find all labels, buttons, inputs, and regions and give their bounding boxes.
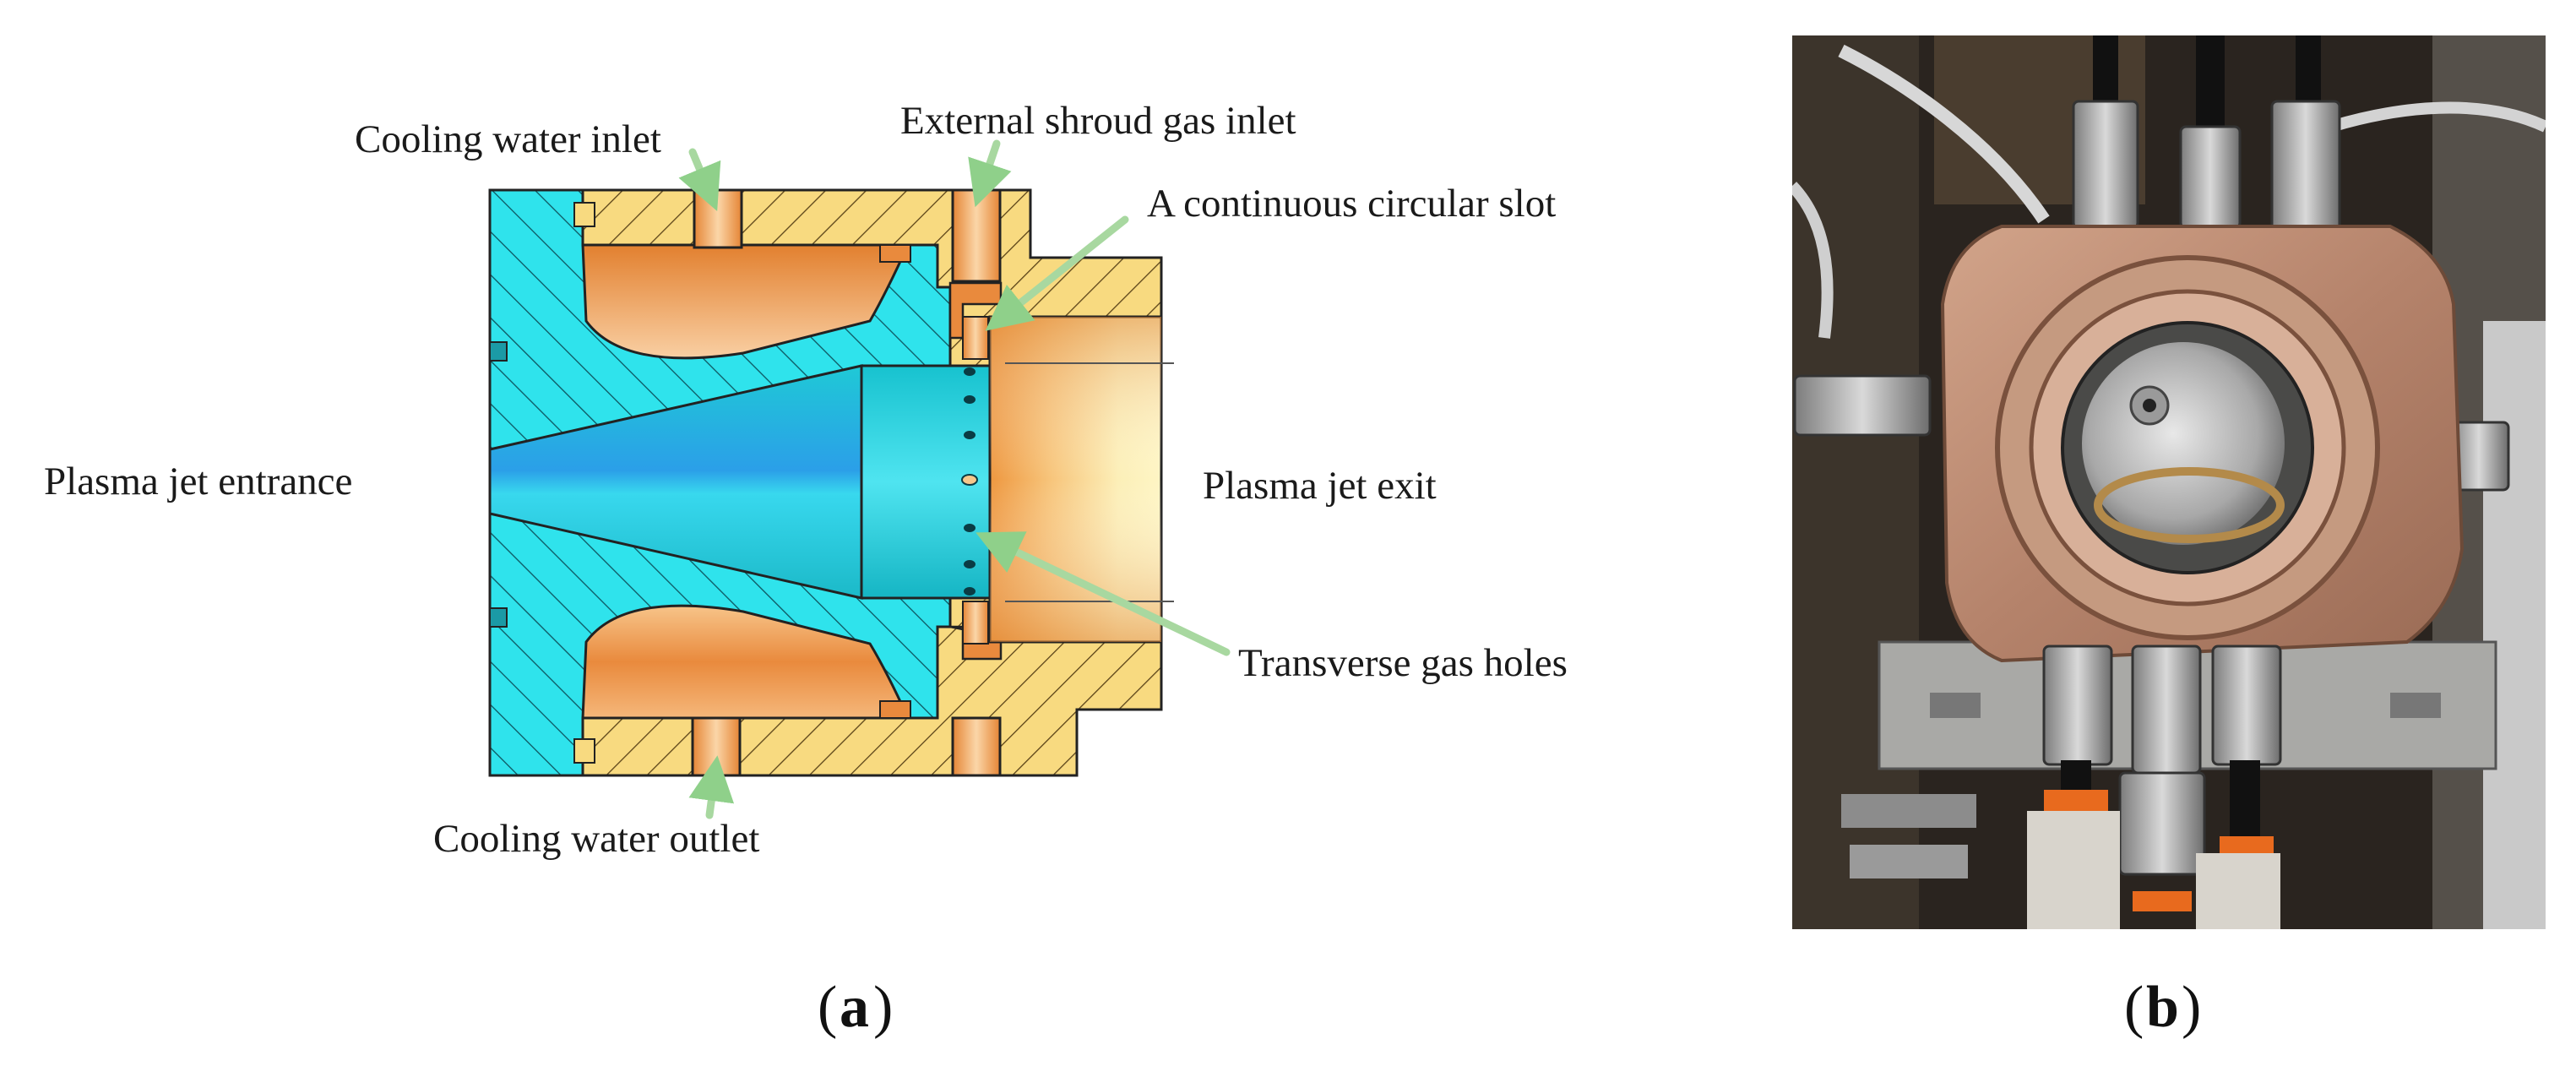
fitting-top [2270, 100, 2341, 247]
circular-slot-top [962, 316, 989, 360]
push-fitting [2196, 853, 2280, 929]
left-notch-top [489, 341, 508, 362]
bottom-water-chamber [581, 604, 910, 720]
seal-groove-1 [573, 202, 595, 227]
top-water-chamber [581, 243, 910, 360]
caption-a-letter: a [840, 975, 869, 1040]
seal-groove-3 [573, 738, 595, 764]
transverse-gas-holes [961, 367, 978, 596]
gas-hole [964, 431, 976, 439]
seal-groove-4 [879, 700, 911, 719]
gas-hole [964, 367, 976, 376]
threaded-rod [1850, 845, 1968, 878]
arrow-cooling-inlet [678, 148, 721, 211]
exit-section-shade [990, 317, 1161, 642]
label-cooling-water-inlet: Cooling water inlet [355, 117, 661, 161]
nozzle-cross-section [488, 188, 1174, 777]
arrow-cooling-outlet [688, 755, 735, 819]
cable [1838, 44, 2050, 224]
caption-b-open: ( [2124, 975, 2144, 1040]
centre-orifice-hole [2143, 399, 2156, 412]
label-plasma-jet-exit: Plasma jet exit [1203, 464, 1437, 508]
bore-inner [2082, 342, 2285, 545]
bracket-slot [2390, 693, 2441, 718]
fitting-bottom [2042, 645, 2113, 766]
nozzle-photograph [1792, 35, 2546, 929]
gas-hole [964, 587, 976, 596]
arrow-shroud-inlet [968, 139, 1012, 208]
caption-a-open: ( [818, 975, 837, 1040]
fitting-bottom [2118, 771, 2206, 876]
left-notch-bottom [489, 607, 508, 628]
bore-brass-ring [2094, 467, 2285, 543]
hose-collar [2044, 790, 2108, 813]
fitting-top [2179, 125, 2242, 230]
cooling-water-inlet-port [693, 188, 743, 249]
fitting-left [1793, 374, 1932, 437]
label-plasma-jet-entrance: Plasma jet entrance [44, 460, 352, 503]
threaded-rod [1841, 794, 1976, 828]
gas-hole [964, 395, 976, 404]
gas-hole [964, 524, 976, 532]
fitting-bottom [2131, 645, 2202, 775]
label-continuous-circular-slot: A continuous circular slot [1147, 182, 1556, 226]
caption-b: ( b ) [2124, 975, 2201, 1040]
caption-a-close: ) [873, 975, 893, 1040]
label-external-shroud-gas-inlet: External shroud gas inlet [900, 99, 1296, 143]
fitting-top [2072, 100, 2139, 230]
cable [2329, 101, 2546, 133]
fitting-bottom [2211, 645, 2282, 766]
caption-a: ( a ) [818, 975, 893, 1040]
gas-hole [964, 560, 976, 568]
caption-b-letter: b [2146, 975, 2179, 1040]
cable [1792, 182, 1834, 339]
label-transverse-gas-holes: Transverse gas holes [1238, 641, 1568, 685]
label-cooling-water-outlet: Cooling water outlet [433, 817, 759, 861]
arrow-circular-slot [985, 215, 1129, 331]
circular-slot-bottom [962, 601, 989, 645]
seal-groove-2 [879, 244, 911, 263]
leader-arrows [678, 139, 1231, 819]
shroud-gas-inlet-port [951, 188, 1002, 283]
push-fitting [2027, 811, 2120, 929]
photo-bg-panel [1792, 35, 1919, 929]
arrow-transverse-holes [976, 531, 1231, 656]
photo-bg-right-panel [2483, 321, 2546, 929]
bracket-slot [1930, 693, 1981, 718]
caption-b-close: ) [2182, 975, 2201, 1040]
hose-collar [2133, 891, 2192, 911]
shroud-gas-bottom-port [951, 716, 1002, 777]
gas-hole [961, 474, 978, 486]
